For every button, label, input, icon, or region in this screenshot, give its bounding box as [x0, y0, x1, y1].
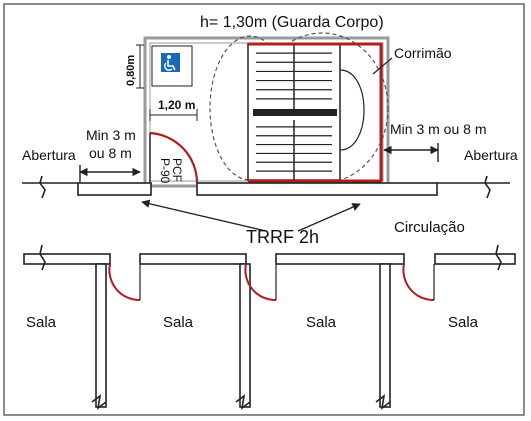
room-doors — [108, 263, 435, 302]
dimension-080-label: 0,80m — [125, 55, 137, 86]
stair-central-wall — [253, 109, 337, 116]
door-label-p90: P-90 — [158, 158, 172, 184]
handrail-pointer — [372, 57, 393, 75]
dimension-120-label: 1,20 m — [158, 98, 195, 112]
opening-left-label: Abertura — [22, 147, 76, 163]
handrail-label: Corrimão — [394, 45, 452, 61]
min-left-label-2: ou 8 m — [89, 145, 132, 161]
stair-steps — [247, 43, 365, 181]
corridor-top-wall — [22, 175, 510, 199]
min-left-label-1: Min 3 m — [86, 127, 136, 143]
stair-door — [149, 131, 199, 186]
rooms-walls — [23, 244, 516, 410]
handrail — [248, 42, 383, 183]
door-label-pcf: PCF — [170, 158, 184, 182]
room-label: Sala — [163, 314, 194, 331]
accessible-area — [151, 45, 193, 87]
circulation-label: Circulação — [394, 219, 465, 236]
room-label: Sala — [26, 314, 57, 331]
guard-label: h= 1,30m (Guarda Corpo) — [200, 14, 384, 31]
room-label: Sala — [448, 314, 479, 331]
room-label: Sala — [306, 314, 337, 331]
trrf-arrows — [141, 199, 361, 232]
opening-right-label: Abertura — [464, 147, 518, 163]
min-right-label: Min 3 m ou 8 m — [390, 121, 486, 137]
trrf-label: TRRF 2h — [246, 227, 319, 247]
distance-arrows — [79, 143, 439, 182]
diagram-frame — [3, 3, 525, 416]
dimension-120 — [149, 109, 198, 121]
wheelchair-icon — [161, 53, 180, 72]
dimension-080 — [136, 44, 144, 89]
